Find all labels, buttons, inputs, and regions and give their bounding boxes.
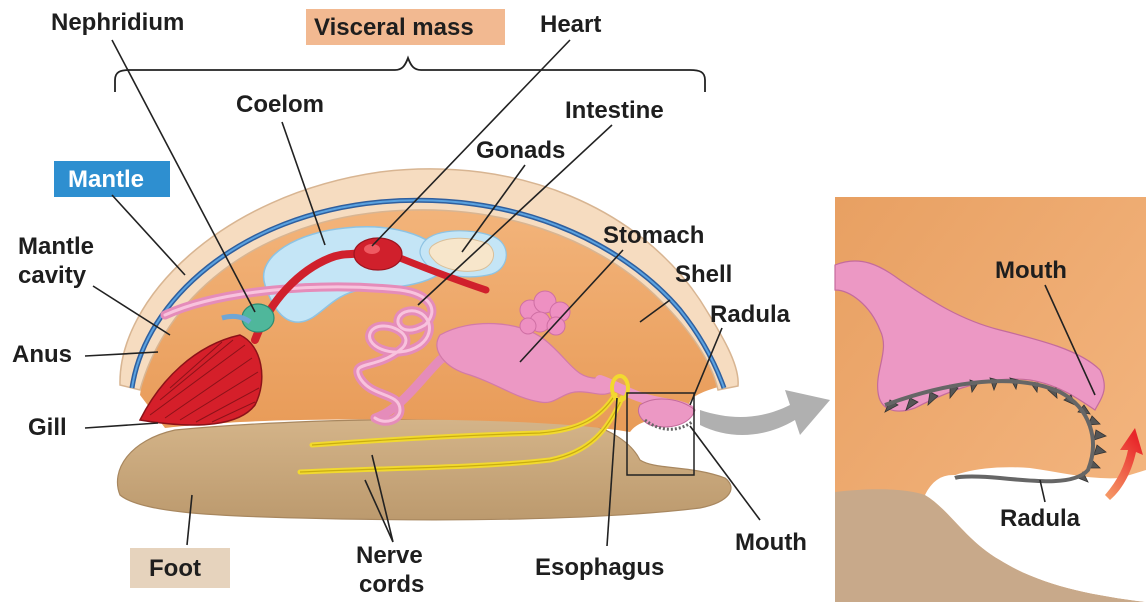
label-inset-radula: Radula xyxy=(1000,505,1081,532)
label-foot: Foot xyxy=(149,555,201,582)
label-nerve-cords-line2: cords xyxy=(359,571,424,598)
label-mantle-cavity-line2: cavity xyxy=(18,262,87,289)
label-mantle: Mantle xyxy=(68,166,144,193)
label-inset-mouth: Mouth xyxy=(995,257,1067,284)
inset-panel xyxy=(835,197,1146,602)
visceral-mass-brace xyxy=(115,58,705,92)
label-visceral-mass: Visceral mass xyxy=(314,14,474,41)
label-gill: Gill xyxy=(28,414,67,441)
label-heart: Heart xyxy=(540,11,601,38)
label-nerve-cords-line1: Nerve xyxy=(356,542,423,569)
label-nephridium: Nephridium xyxy=(51,9,184,36)
label-intestine: Intestine xyxy=(565,97,664,124)
mollusc-body xyxy=(117,169,830,520)
label-coelom: Coelom xyxy=(236,91,324,118)
zoom-arrow xyxy=(700,390,830,435)
label-gonads: Gonads xyxy=(476,137,565,164)
label-anus: Anus xyxy=(12,341,72,368)
label-esophagus: Esophagus xyxy=(535,554,664,581)
heart-shape xyxy=(354,238,402,270)
label-stomach: Stomach xyxy=(603,222,704,249)
label-shell: Shell xyxy=(675,261,732,288)
label-mouth: Mouth xyxy=(735,529,807,556)
label-radula: Radula xyxy=(710,301,791,328)
label-mantle-cavity-line1: Mantle xyxy=(18,233,94,260)
